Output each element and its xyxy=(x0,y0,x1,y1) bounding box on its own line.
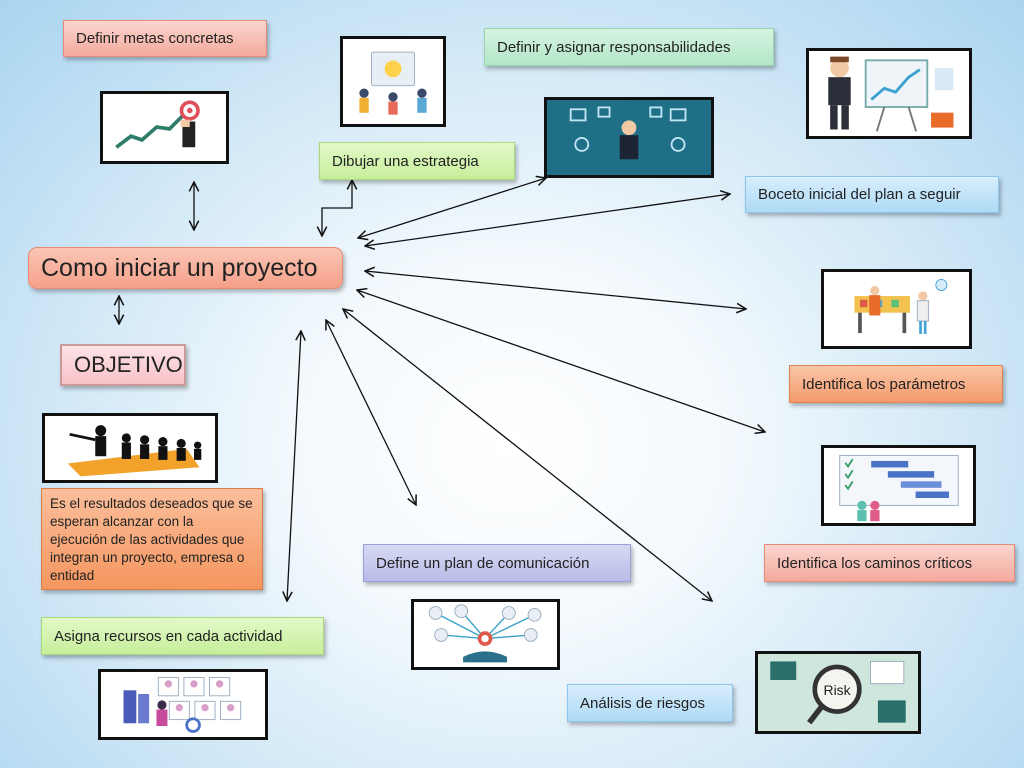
svg-text:Risk: Risk xyxy=(824,682,851,698)
step-analisis-riesgos: Análisis de riesgos xyxy=(567,684,733,722)
step-responsabilidades: Definir y asignar responsabilidades xyxy=(484,28,774,66)
objective-label: OBJETIVO xyxy=(60,344,186,386)
arrow-boceto xyxy=(365,194,730,246)
step-plan-comunicacion: Define un plan de comunicación xyxy=(363,544,631,582)
growth-chart-target-icon xyxy=(100,91,229,164)
multitask-manager-icon xyxy=(544,97,714,178)
team-planning-icon xyxy=(821,269,972,349)
step-identifica-parametros: Identifica los parámetros xyxy=(789,365,1003,403)
step-asigna-recursos: Asigna recursos en cada actividad xyxy=(41,617,324,655)
arrow-caminos xyxy=(357,290,765,432)
leader-followers-icon xyxy=(42,413,218,483)
step-definir-metas: Definir metas concretas xyxy=(63,20,267,57)
arrow-comunicacion xyxy=(326,320,416,505)
resource-profiles-icon xyxy=(98,669,268,740)
main-title: Como iniciar un proyecto xyxy=(28,247,343,289)
arrow-recursos xyxy=(287,331,301,601)
step-caminos-criticos: Identifica los caminos críticos xyxy=(764,544,1015,582)
risk-magnifier-icon: Risk xyxy=(755,651,921,734)
arrow-parametros xyxy=(365,271,746,309)
objective-description: Es el resultados deseados que se esperan… xyxy=(41,488,263,590)
step-dibujar-estrategia: Dibujar una estrategia xyxy=(319,142,515,180)
communication-network-icon xyxy=(411,599,560,670)
gantt-chart-icon xyxy=(821,445,976,526)
arrow-responsabilidades xyxy=(358,178,546,238)
step-boceto-inicial: Boceto inicial del plan a seguir xyxy=(745,176,999,213)
businessman-presentation-icon xyxy=(806,48,972,139)
strategy-meeting-icon xyxy=(340,36,446,127)
arrow-estrategia xyxy=(322,180,352,236)
